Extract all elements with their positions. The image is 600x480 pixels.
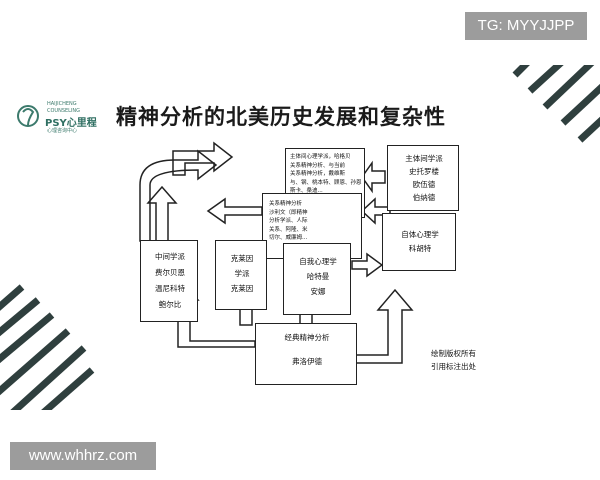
logo-line2: COUNSELING <box>47 108 81 114</box>
logo-line1: HAIJICHENG <box>47 101 77 107</box>
box-relational-text: 关系精神分析 沙利文（即精神 分析学派、人际 关系、阿隆、米 切尔、威廉姆... <box>269 201 308 241</box>
corner-stripes-top-right <box>512 65 600 143</box>
box-middle-school-text: 中间学派 费尔贝恩 温尼科特 鲍尔比 <box>155 252 185 309</box>
box-klein-text: 克莱因 学派 克莱因 <box>230 254 254 293</box>
box-self-psychology: 自体心理学 科胡特 <box>382 213 456 271</box>
watermark-url: www.whhrz.com <box>10 442 156 470</box>
arrow-middle-curve <box>139 149 218 242</box>
page-title: 精神分析的北美历史发展和复杂性 <box>116 105 446 129</box>
logo-mark <box>17 105 39 127</box>
box-self-psychology-text: 自体心理学 科胡特 <box>401 230 439 253</box>
box-middle-school: 中间学派 费尔贝恩 温尼科特 鲍尔比 <box>140 240 198 322</box>
box-intersubjective-relational-text: 主体间心理学派，哈格贝 关系精神分析、与当前 关系精神分析，戴维斯 与、钢、桃本… <box>290 154 362 194</box>
logo-name: PSY心里程 <box>45 118 97 129</box>
arrow-left-up <box>172 141 234 176</box>
arrow-intersub-left <box>361 160 386 194</box>
box-klein: 克莱因 学派 克莱因 <box>215 240 267 310</box>
box-intersub-school: 主体间学派 史托罗楼 欧伍德 伯纳德 <box>387 145 459 211</box>
box-ego-psychology: 自我心理学 哈特曼 安娜 <box>283 243 351 315</box>
copyright-note: 绘制版权所有 引用标注出处 <box>431 349 476 371</box>
arrow-ego-to-self <box>351 252 384 278</box>
arrow-classic-to-self <box>354 288 414 364</box>
arrow-rel-to-left <box>206 197 263 225</box>
diagram-canvas: HAIJICHENG COUNSELING PSY心里程 心理咨询中心 精神分析… <box>0 65 600 410</box>
logo-tagline: 心理咨询中心 <box>47 128 78 134</box>
box-classic-psychoanalysis: 经典精神分析 弗洛伊德 <box>255 323 357 385</box>
box-intersub-school-text: 主体间学派 史托罗楼 欧伍德 伯纳德 <box>405 154 443 202</box>
box-classic-psychoanalysis-text: 经典精神分析 弗洛伊德 <box>284 333 330 366</box>
watermark-tg: TG: MYYJJPP <box>465 12 587 40</box>
corner-stripes-bottom-left <box>0 284 95 410</box>
arrow-klein-up <box>146 185 178 242</box>
box-ego-psychology-text: 自我心理学 哈特曼 安娜 <box>299 257 337 296</box>
logo: HAIJICHENG COUNSELING PSY心里程 心理咨询中心 <box>14 95 114 135</box>
